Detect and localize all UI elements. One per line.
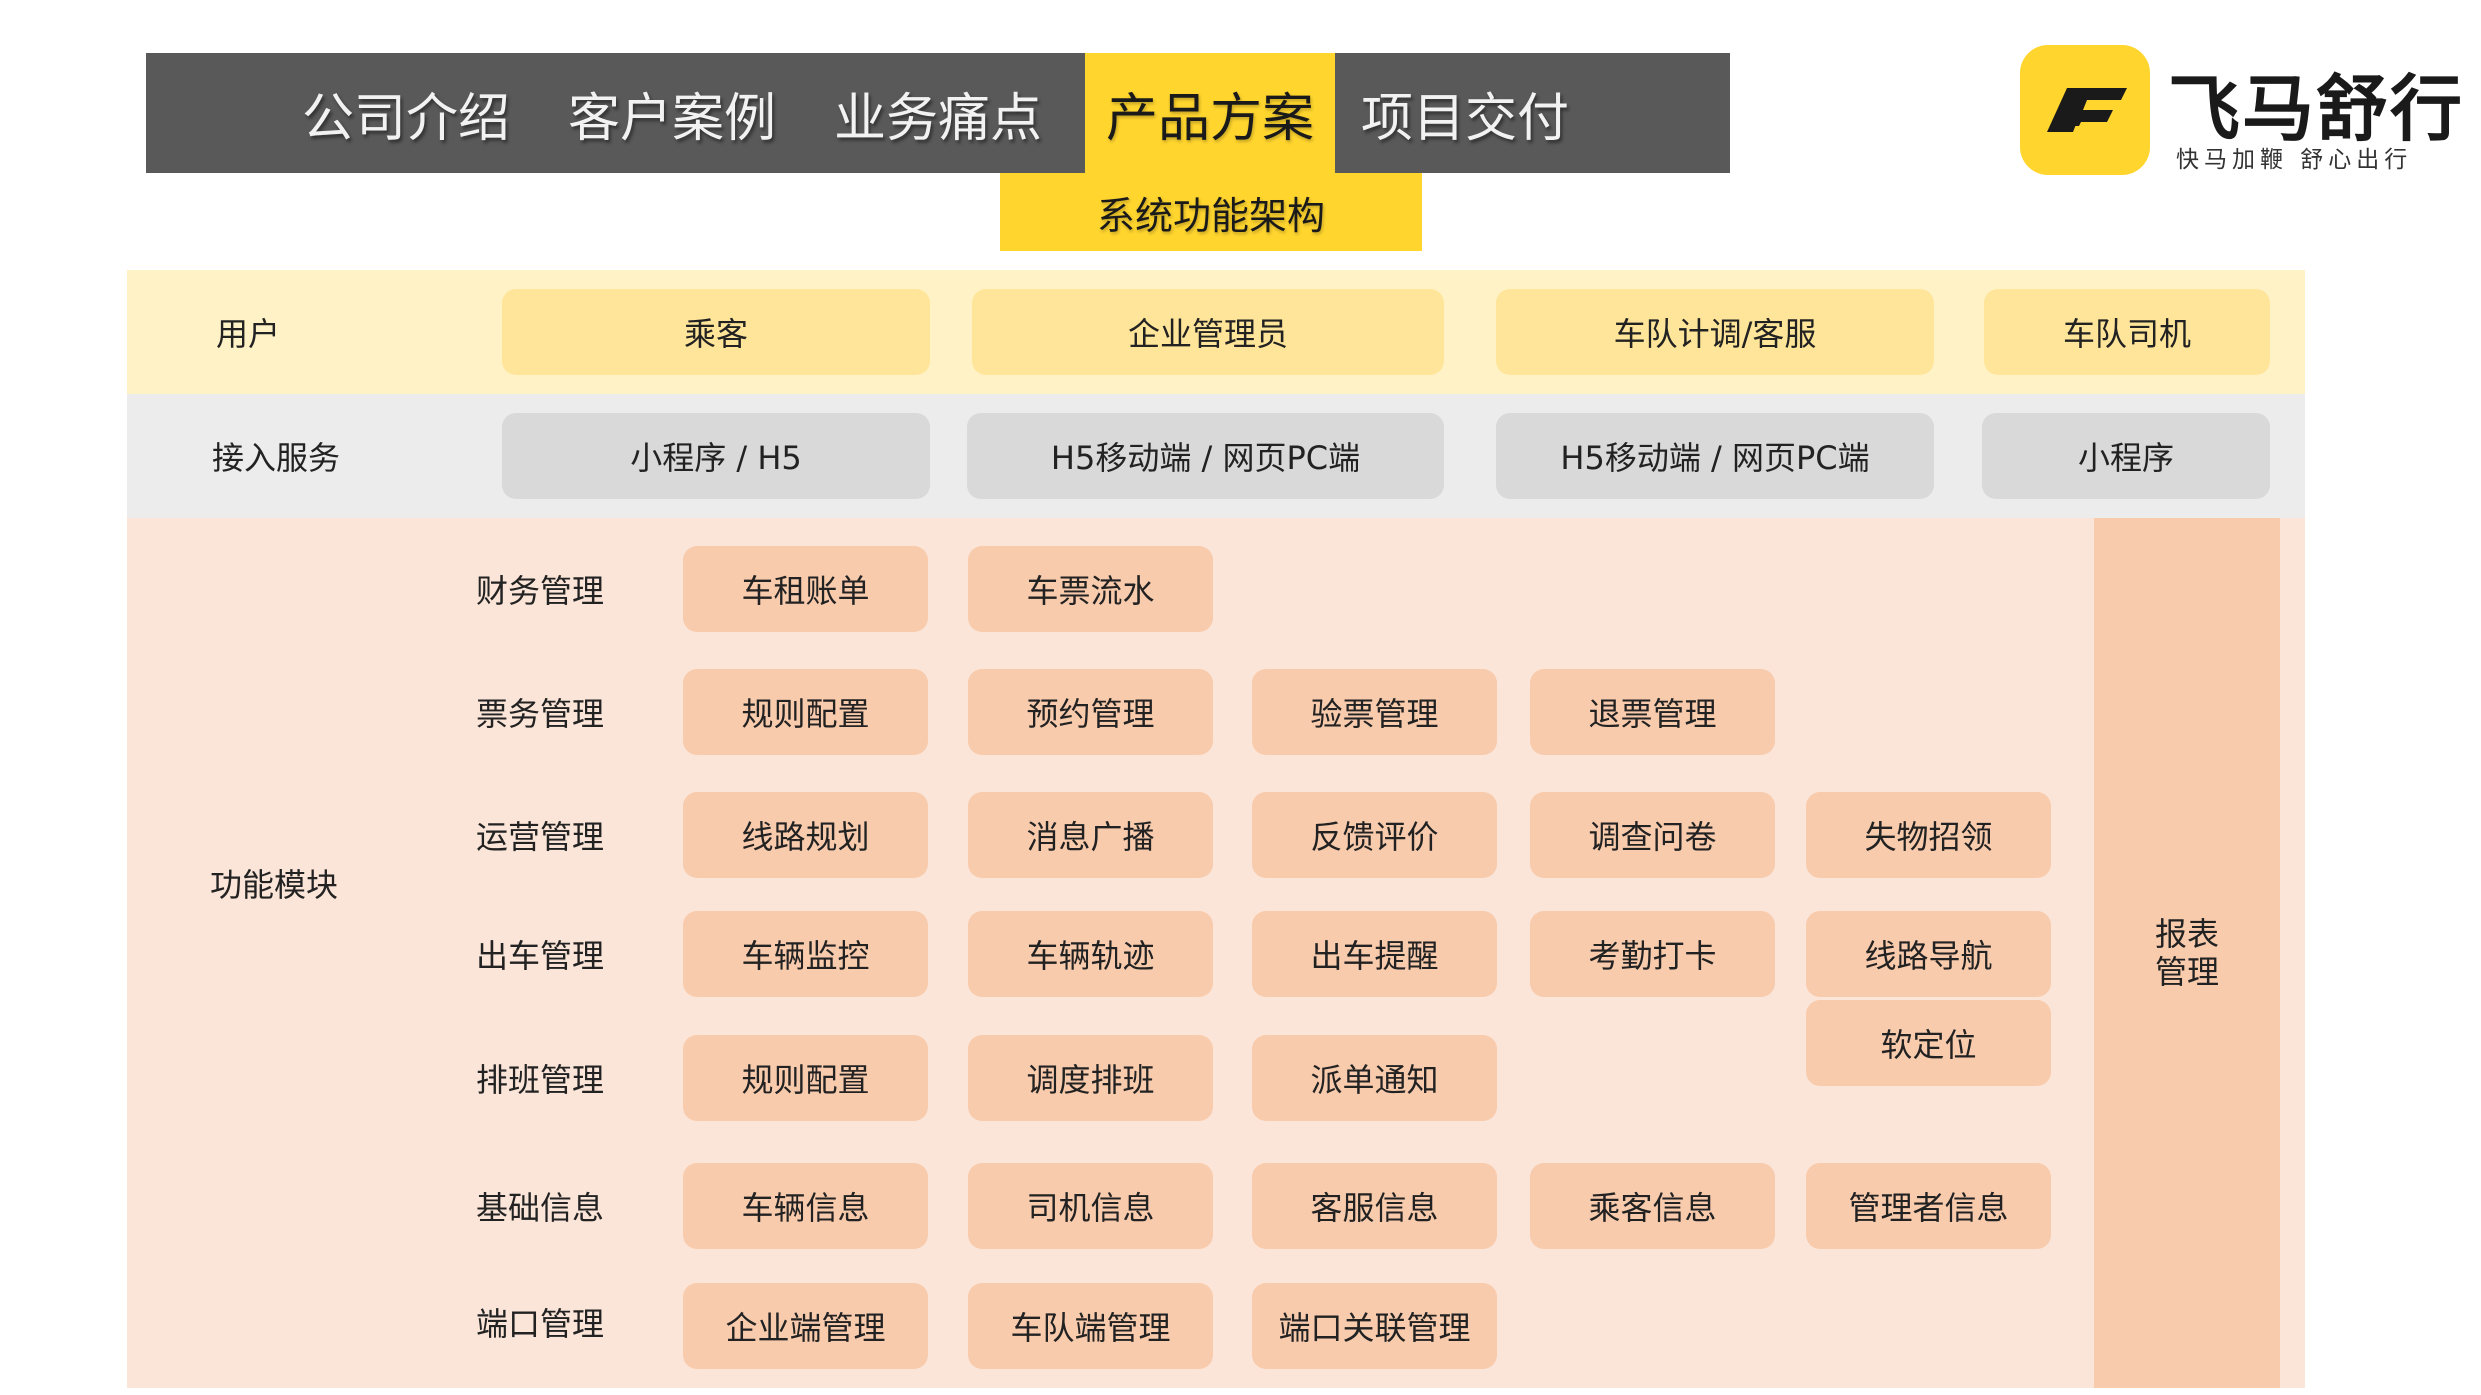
module-item: 车辆轨迹 (968, 911, 1213, 997)
top-nav-bar (146, 53, 1730, 173)
module-item: 验票管理 (1252, 669, 1497, 755)
tab-product-solution[interactable]: 产品方案 (1085, 53, 1335, 173)
user-fleet-driver: 车队司机 (1984, 289, 2270, 375)
tab-company-intro[interactable]: 公司介绍 (301, 88, 510, 149)
module-item: 消息广播 (968, 792, 1213, 878)
module-item: 车票流水 (968, 546, 1213, 632)
access-miniprogram: 小程序 (1982, 413, 2270, 499)
access-h5-pc-enterprise: H5移动端 / 网页PC端 (967, 413, 1444, 499)
module-item: 规则配置 (683, 1035, 928, 1121)
module-item: 出车提醒 (1252, 911, 1497, 997)
user-row-label: 用户 (216, 315, 281, 353)
module-item: 预约管理 (968, 669, 1213, 755)
access-row-label: 接入服务 (212, 439, 341, 477)
module-item: 车辆监控 (683, 911, 928, 997)
module-item: 考勤打卡 (1530, 911, 1775, 997)
module-item: 司机信息 (968, 1163, 1213, 1249)
module-item: 车租账单 (683, 546, 928, 632)
module-item: 规则配置 (683, 669, 928, 755)
module-item: 车辆信息 (683, 1163, 928, 1249)
module-item: 企业端管理 (683, 1283, 928, 1369)
tab-project-delivery[interactable]: 项目交付 (1360, 88, 1569, 149)
module-item: 派单通知 (1252, 1035, 1497, 1121)
module-item: 线路导航 (1806, 911, 2051, 997)
tab-customer-cases[interactable]: 客户案例 (567, 88, 776, 149)
access-miniprogram-h5: 小程序 / H5 (502, 413, 930, 499)
module-item: 乘客信息 (1530, 1163, 1775, 1249)
report-management-label: 报表 管理 (2154, 915, 2219, 991)
category-operations: 运营管理 (476, 818, 605, 856)
category-dispatch: 出车管理 (476, 937, 605, 975)
category-ticketing: 票务管理 (476, 695, 605, 733)
module-item: 软定位 (1806, 1000, 2051, 1086)
module-item: 失物招领 (1806, 792, 2051, 878)
access-h5-pc-fleet: H5移动端 / 网页PC端 (1496, 413, 1934, 499)
subtab-system-architecture[interactable]: 系统功能架构 (1000, 173, 1422, 251)
user-fleet-dispatcher: 车队计调/客服 (1496, 289, 1934, 375)
user-passenger: 乘客 (502, 289, 930, 375)
module-item: 调度排班 (968, 1035, 1213, 1121)
user-enterprise-admin: 企业管理员 (972, 289, 1444, 375)
category-basic-info: 基础信息 (476, 1189, 605, 1227)
module-item: 退票管理 (1530, 669, 1775, 755)
category-scheduling: 排班管理 (476, 1061, 605, 1099)
report-management: 报表 管理 (2094, 518, 2280, 1388)
module-item: 车队端管理 (968, 1283, 1213, 1369)
module-item: 客服信息 (1252, 1163, 1497, 1249)
tab-pain-points[interactable]: 业务痛点 (833, 88, 1042, 149)
brand-slogan: 快马加鞭 舒心出行 (2176, 147, 2413, 173)
module-item: 管理者信息 (1806, 1163, 2051, 1249)
brand-name: 飞马舒行 (2168, 67, 2465, 151)
module-item: 端口关联管理 (1252, 1283, 1497, 1369)
category-finance: 财务管理 (476, 572, 605, 610)
module-item: 调查问卷 (1530, 792, 1775, 878)
function-row-label: 功能模块 (210, 866, 339, 904)
module-item: 反馈评价 (1252, 792, 1497, 878)
module-item: 线路规划 (683, 792, 928, 878)
category-port-management: 端口管理 (476, 1305, 605, 1343)
logo-icon (2020, 45, 2150, 175)
